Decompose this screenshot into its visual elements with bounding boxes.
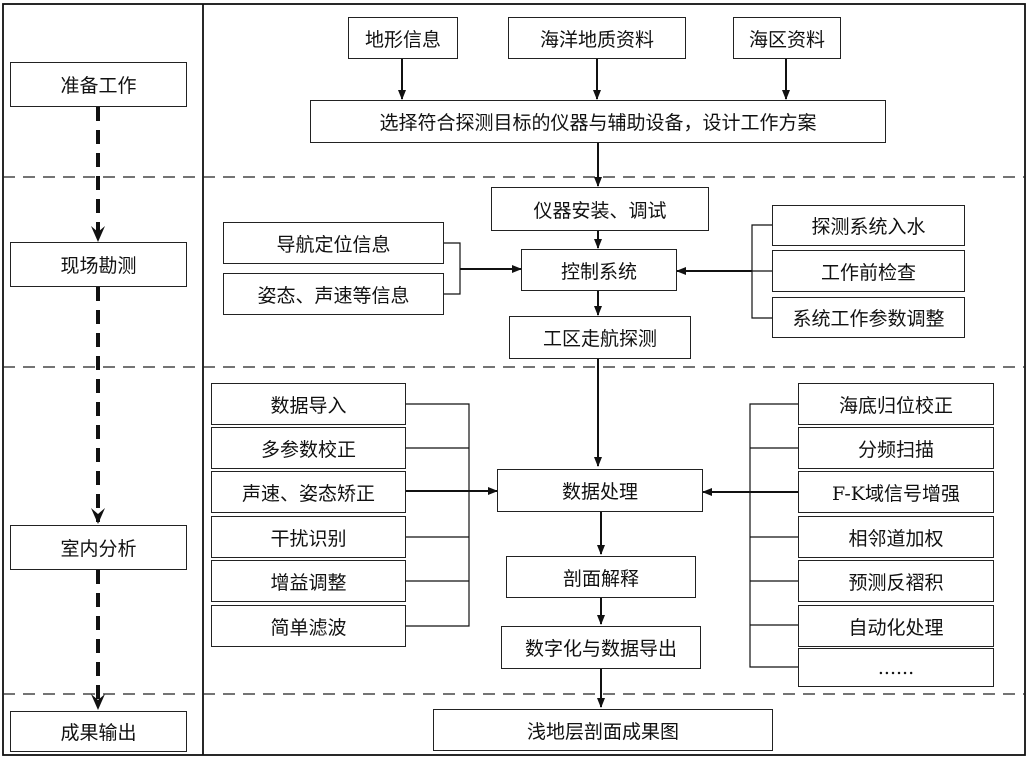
bracket-line xyxy=(444,242,461,295)
install-debug-box: 仪器安装、调试 xyxy=(491,187,709,231)
right-step-ellipsis: ...... xyxy=(798,648,994,687)
profile-interpretation-box: 剖面解释 xyxy=(506,556,696,598)
right-step-auto-processing: 自动化处理 xyxy=(798,605,994,647)
stage-box-indoor-analysis: 室内分析 xyxy=(10,525,187,570)
input-terrain-info: 地形信息 xyxy=(348,17,458,59)
right-step-predictive-deconvolution: 预测反褶积 xyxy=(798,560,994,602)
navigation-survey-box: 工区走航探测 xyxy=(509,316,691,359)
parameter-adjust: 系统工作参数调整 xyxy=(772,297,965,338)
left-step-interference-identification: 干扰识别 xyxy=(211,516,406,558)
outer-frame xyxy=(2,3,1026,756)
right-step-seabed-migration: 海底归位校正 xyxy=(798,383,994,425)
bracket-line xyxy=(406,403,470,627)
bracket-line xyxy=(749,403,798,668)
right-step-adjacent-weighting: 相邻道加权 xyxy=(798,516,994,558)
attitude-sound-speed-info: 姿态、声速等信息 xyxy=(223,273,444,315)
data-processing-box: 数据处理 xyxy=(497,469,703,512)
left-step-data-import: 数据导入 xyxy=(211,383,406,425)
left-step-multi-param-correction: 多参数校正 xyxy=(211,427,406,469)
left-step-gain-adjust: 增益调整 xyxy=(211,560,406,602)
right-step-frequency-scan: 分频扫描 xyxy=(798,427,994,469)
input-sea-area-data: 海区资料 xyxy=(733,17,841,59)
digitize-export-box: 数字化与数据导出 xyxy=(501,626,701,669)
left-step-simple-filter: 简单滤波 xyxy=(211,605,406,647)
system-into-water: 探测系统入水 xyxy=(772,205,965,246)
input-marine-geology-data: 海洋地质资料 xyxy=(508,17,686,59)
pre-work-check: 工作前检查 xyxy=(772,250,965,292)
control-system-box: 控制系统 xyxy=(521,249,677,291)
right-step-fk-enhance: F-K域信号增强 xyxy=(798,471,994,513)
result-profile-map-box: 浅地层剖面成果图 xyxy=(433,709,773,751)
nav-positioning-info: 导航定位信息 xyxy=(223,222,444,264)
stage-box-preparation: 准备工作 xyxy=(10,62,187,107)
stage-box-field-survey: 现场勘测 xyxy=(10,242,187,287)
work-plan-box: 选择符合探测目标的仪器与辅助设备，设计工作方案 xyxy=(310,100,886,143)
stage-box-result-output: 成果输出 xyxy=(10,711,187,752)
left-step-sound-attitude-correction: 声速、姿态矫正 xyxy=(211,471,406,513)
